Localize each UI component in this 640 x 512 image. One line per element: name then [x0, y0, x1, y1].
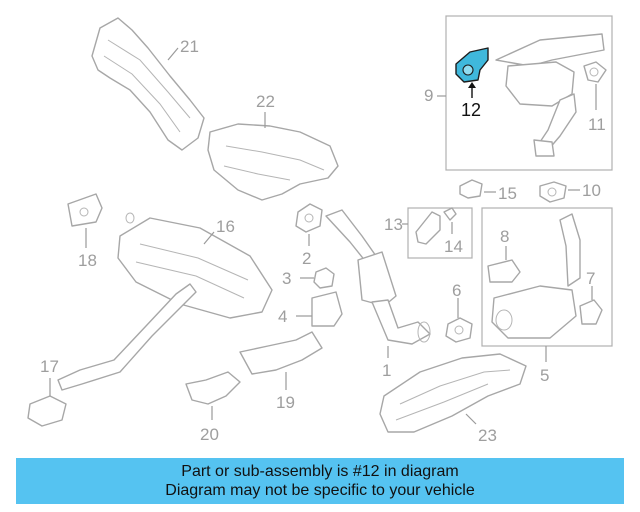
part-number-15: 15: [498, 184, 517, 203]
part-3-nut[interactable]: [313, 267, 335, 289]
part-20-pipe[interactable]: [185, 371, 241, 405]
part-8-hanger[interactable]: [487, 259, 521, 283]
part-19-hose[interactable]: [239, 331, 323, 375]
part-23-lower-heat-shield[interactable]: [379, 353, 527, 433]
notice-line-part: Part or sub-assembly is #12 in diagram: [181, 463, 459, 480]
part-number-22: 22: [256, 92, 275, 111]
assembly-box-13: [407, 207, 473, 259]
part-number-5: 5: [540, 366, 549, 385]
part-number-11: 11: [588, 115, 606, 134]
part-number-9: 9: [424, 86, 433, 105]
leader-21: [167, 47, 179, 61]
part-number-21: 21: [180, 37, 199, 56]
part-16-main-muffler[interactable]: [117, 212, 273, 319]
part-11-hanger-bracket[interactable]: [583, 61, 607, 83]
part-4-bracket[interactable]: [311, 291, 343, 327]
leader-23: [465, 413, 477, 425]
part-13-oxygen-sensor[interactable]: [415, 207, 457, 245]
assembly-box-5: [481, 207, 613, 347]
part-number-8: 8: [500, 227, 509, 246]
part-18-bracket[interactable]: [67, 193, 103, 227]
part-number-19: 19: [276, 393, 295, 412]
part-9-rear-muffler[interactable]: [495, 33, 605, 157]
part-5-center-pipe-assembly[interactable]: [491, 213, 581, 339]
exhaust-parts-diagram: 21 22 11 12 9 15 10 13: [27, 15, 613, 445]
part-number-20: 20: [200, 425, 219, 444]
part-number-14: 14: [444, 237, 463, 256]
part-1-front-pipe[interactable]: [325, 209, 431, 345]
part-22-heat-shield[interactable]: [207, 123, 339, 201]
part-17-tail-pipe[interactable]: [27, 283, 197, 427]
part-number-18: 18: [78, 251, 97, 270]
part-2-gasket[interactable]: [295, 203, 323, 233]
part-number-12: 12: [461, 100, 481, 120]
part-number-23: 23: [478, 426, 497, 445]
part-15-gasket[interactable]: [459, 179, 483, 199]
notice-banner: Part or sub-assembly is #12 in diagram D…: [16, 458, 624, 504]
part-6-gasket[interactable]: [445, 317, 473, 343]
part-number-13: 13: [384, 215, 403, 234]
assembly-box-9: [445, 15, 613, 171]
part-21-heat-shield[interactable]: [91, 17, 205, 151]
part-number-7: 7: [586, 269, 595, 288]
notice-line-disclaimer: Diagram may not be specific to your vehi…: [165, 482, 475, 499]
part-number-1: 1: [382, 361, 391, 380]
part-number-16: 16: [216, 217, 235, 236]
part-number-3: 3: [282, 269, 291, 288]
part-12-exhaust-hanger[interactable]: [455, 47, 489, 83]
part-10-gasket[interactable]: [539, 181, 567, 203]
part-number-4: 4: [278, 307, 287, 326]
part-number-17: 17: [40, 357, 59, 376]
part-number-6: 6: [452, 281, 461, 300]
part-number-10: 10: [582, 181, 601, 200]
part-7-hanger[interactable]: [579, 299, 603, 325]
part-number-2: 2: [302, 249, 311, 268]
leader-16: [203, 231, 215, 245]
leader-12-arrowhead: [468, 82, 476, 88]
